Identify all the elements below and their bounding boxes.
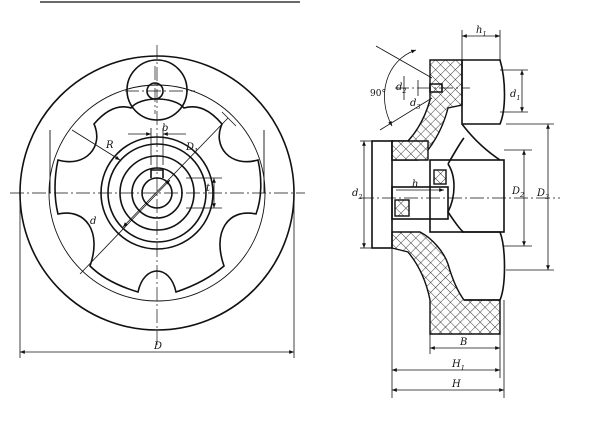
bore-left-step — [371, 140, 393, 249]
label-D2: D2 — [511, 186, 524, 199]
label-H: H — [451, 379, 461, 390]
label-d: d — [90, 216, 96, 227]
leader-d — [79, 179, 171, 275]
rim-profile-lower — [462, 231, 506, 301]
label-d1: d1 — [510, 89, 521, 102]
scalloped-plate-outline — [54, 98, 262, 294]
label-D3: D3 — [536, 188, 549, 201]
label-d4: d2 — [352, 188, 363, 201]
leader-R — [71, 129, 121, 161]
label-H1: H1 — [451, 359, 465, 372]
label-D1: D1 — [185, 142, 198, 155]
label-t: t — [206, 183, 211, 194]
hub-body — [429, 159, 505, 233]
label-h1: h1 — [476, 25, 487, 38]
hub-ring-2 — [119, 155, 195, 231]
keyway — [150, 169, 164, 178]
label-b: b — [162, 123, 168, 134]
inner-rim-circle — [48, 84, 266, 302]
label-angle: 90° — [370, 89, 386, 99]
section-view: 90° d2 d3 h1 d1 D2 — [352, 25, 560, 398]
rim-profile — [461, 59, 506, 125]
bore-circle — [141, 177, 173, 209]
handle-boss — [126, 59, 188, 121]
label-B: B — [459, 337, 467, 348]
label-h: h — [412, 179, 418, 190]
hub-upper-hatch — [391, 140, 429, 161]
leader-D1 — [122, 117, 229, 228]
label-d3: d3 — [410, 98, 421, 111]
angle-arc — [384, 49, 417, 127]
label-R: R — [105, 140, 114, 151]
label-d2: d2 — [396, 82, 407, 95]
handle-pin — [429, 83, 443, 93]
hub-ring-1 — [107, 143, 207, 243]
front-view: b t R D1 d D — [10, 45, 305, 358]
hub-ring-3 — [131, 167, 183, 219]
section-lower-hatch — [391, 231, 501, 335]
label-D: D — [153, 341, 162, 352]
